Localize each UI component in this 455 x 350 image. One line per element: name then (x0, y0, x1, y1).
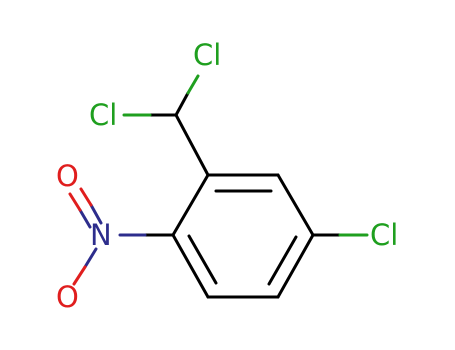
ring-double-bond (267, 235, 298, 286)
bond-ring-ch (174, 113, 210, 177)
benzene-ring (171, 173, 315, 299)
bond-ch-cl-top (174, 91, 190, 117)
ring-double-bond (187, 234, 218, 285)
atom-nitrogen: N (90, 218, 112, 252)
ring-bond (276, 233, 315, 299)
bond-n-o-bottom-colored (72, 265, 87, 286)
atom-chlorine-left: Cl (89, 98, 117, 132)
bond-n-o-bottom (83, 247, 98, 269)
ring-bond (171, 233, 210, 299)
atom-oxygen-top: O (56, 159, 79, 193)
bond-n-o-top-b-colored (68, 192, 82, 212)
atom-oxygen-bottom: O (56, 280, 79, 314)
ring-bond (276, 173, 315, 237)
substituent-bonds (68, 74, 369, 286)
atom-chlorine-right: Cl (370, 218, 398, 252)
atom-chlorine-top: Cl (193, 38, 221, 72)
bond-ch-cl-top-colored (186, 74, 200, 95)
ring-bond (171, 173, 210, 237)
bond-n-o-top-a (89, 203, 103, 225)
bond-n-o-top-b (78, 208, 92, 229)
bond-n-o-top-a-colored (79, 187, 93, 207)
